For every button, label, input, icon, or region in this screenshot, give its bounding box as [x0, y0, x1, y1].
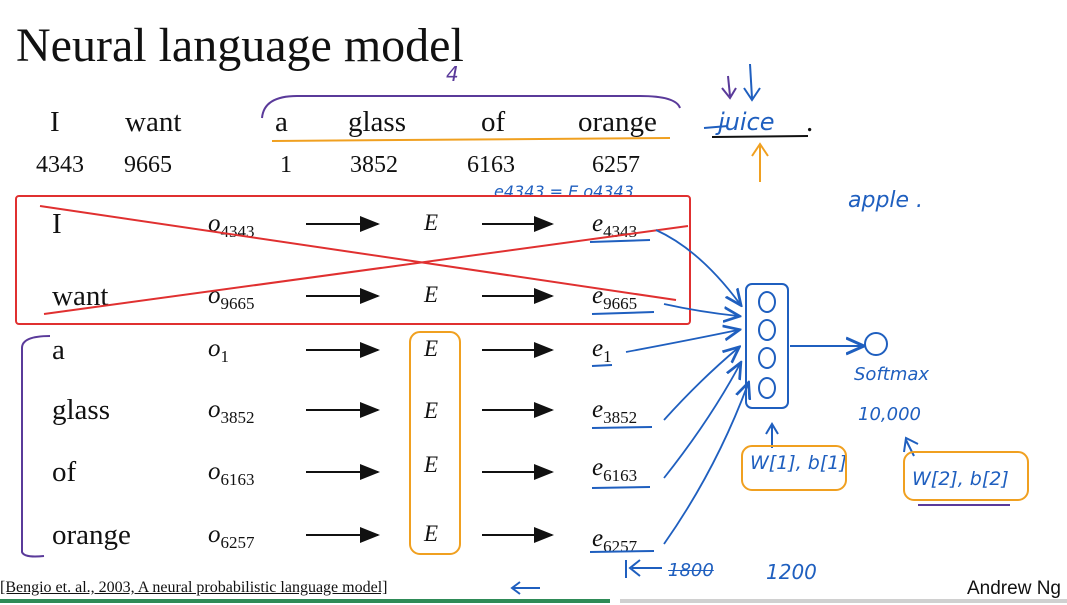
layer2-params: W[2], b[2] — [912, 468, 1009, 490]
sentence-word-5: of — [481, 106, 506, 138]
row-word: a — [52, 334, 65, 366]
embedding-matrix: E — [424, 452, 439, 477]
onehot-vector: o6163 — [208, 458, 255, 489]
old-dimension-note: 1800 — [668, 560, 714, 581]
sentence-index-6: 6257 — [592, 152, 640, 178]
embedding-vector: e9665 — [592, 282, 638, 313]
window-size-note: 4 — [446, 62, 459, 86]
embedding-vector: e1 — [592, 335, 612, 366]
vocab-size-label: 10,000 — [858, 404, 921, 425]
sentence-index-3: 1 — [280, 152, 292, 178]
row-word: orange — [52, 519, 131, 551]
onehot-vector: o1 — [208, 335, 229, 366]
sentence-word-2: want — [125, 106, 182, 138]
embedding-matrix: E — [424, 398, 439, 423]
sentence-period: . — [806, 106, 814, 138]
embedding-matrix: E — [424, 210, 439, 235]
arrow-icon — [306, 216, 554, 543]
row-word: I — [52, 208, 62, 240]
slide-title: Neural language model — [16, 19, 464, 72]
embedding-matrix: E — [424, 521, 439, 546]
sentence-word-4: glass — [348, 106, 406, 138]
sentence-word-6: orange — [578, 106, 657, 138]
onehot-vector: o9665 — [208, 282, 255, 313]
sentence-index-5: 6163 — [467, 152, 515, 178]
row-word: of — [52, 456, 77, 488]
embedding-matrix: E — [424, 282, 439, 307]
embedding-vector: e6163 — [592, 454, 638, 485]
embedding-vector: e3852 — [592, 396, 638, 427]
softmax-label: Softmax — [854, 364, 930, 385]
video-progress-bar[interactable] — [0, 599, 610, 603]
embedding-matrix: E — [424, 336, 439, 361]
apple-note: apple . — [848, 188, 924, 213]
sentence-index-4: 3852 — [350, 152, 398, 178]
onehot-vector: o6257 — [208, 521, 255, 552]
row-word: glass — [52, 394, 110, 426]
new-dimension-note: 1200 — [766, 560, 817, 584]
sentence-index-1: 4343 — [36, 152, 84, 178]
blank-answer: juice — [718, 108, 775, 136]
onehot-vector: o3852 — [208, 396, 255, 427]
sentence-index-2: 9665 — [124, 152, 172, 178]
sentence-word-3: a — [275, 106, 288, 138]
citation: [Bengio et. al., 2003, A neural probabil… — [0, 579, 388, 596]
video-progress-remaining — [620, 599, 1067, 603]
layer1-params: W[1], b[1] — [750, 452, 847, 474]
author-name: Andrew Ng — [967, 578, 1061, 599]
sentence-word-1: I — [50, 106, 60, 138]
